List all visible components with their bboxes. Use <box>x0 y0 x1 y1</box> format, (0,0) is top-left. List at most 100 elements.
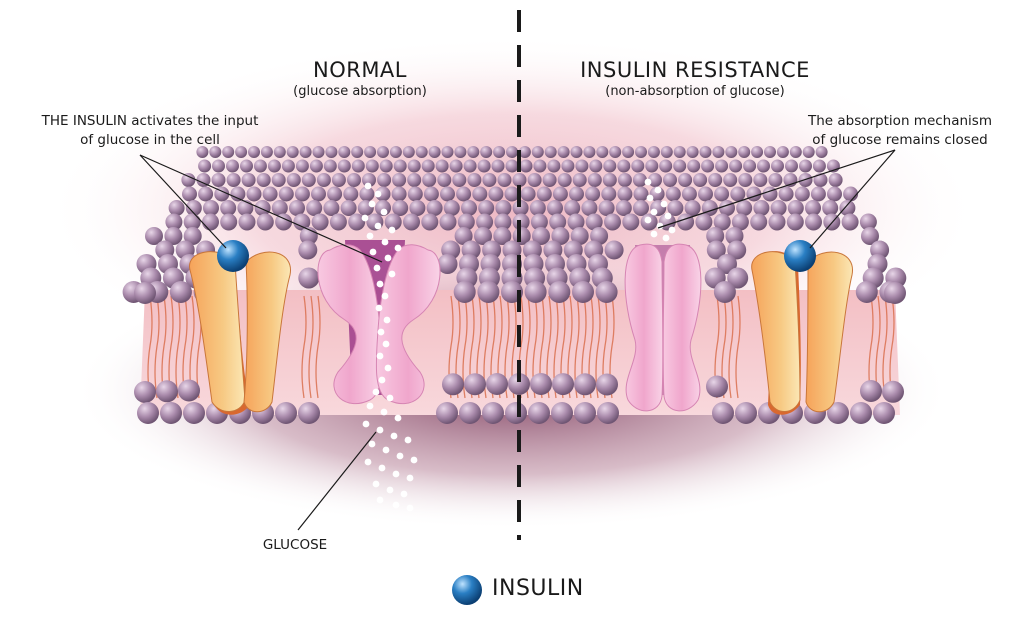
lipid-head <box>564 200 581 216</box>
lipid-head <box>156 380 178 403</box>
insulin-activates-note-line2: of glucose in the cell <box>80 132 220 148</box>
lipid-head <box>196 146 209 158</box>
glucose-particle <box>384 364 392 372</box>
lipid-head <box>617 159 631 173</box>
lipid-head <box>306 200 323 216</box>
lipid-head <box>706 240 726 260</box>
lipid-head <box>329 213 347 231</box>
glucose-particle <box>376 496 384 504</box>
lipid-head <box>552 186 568 202</box>
lipid-head <box>549 213 567 231</box>
mechanism-closed-note-line1: The absorption mechanism <box>807 113 992 129</box>
lipid-head <box>762 186 778 202</box>
lipid-head <box>437 254 458 274</box>
lipid-head <box>222 146 235 158</box>
glucose-particle <box>382 446 390 454</box>
glucose-particle <box>369 248 377 256</box>
lipid-head <box>727 240 747 260</box>
lipid-head <box>505 159 519 173</box>
lipid-head <box>168 200 185 216</box>
lipid-head <box>497 173 512 187</box>
lipid-tail <box>735 295 741 399</box>
lipid-head <box>677 213 695 231</box>
lipid-head <box>622 146 635 158</box>
glucose-particle <box>364 458 372 466</box>
lipid-head <box>275 402 297 424</box>
lipid-head <box>708 173 723 187</box>
lipid-head <box>574 402 596 424</box>
lipid-head <box>254 200 271 216</box>
lipid-head <box>850 402 872 424</box>
lipid-head <box>235 146 248 158</box>
glucose-particles-passing <box>361 182 418 512</box>
glucose-particle <box>386 394 394 402</box>
glucose-particle <box>374 222 382 230</box>
lipid-head <box>547 159 561 173</box>
annotation-leader-lines <box>139 149 896 531</box>
lipid-head <box>421 159 435 173</box>
glucose-particle <box>382 340 390 348</box>
lipid-head <box>495 200 512 216</box>
lipid-head <box>519 159 533 173</box>
lipid-head <box>860 380 882 402</box>
lipid-head <box>392 200 409 216</box>
glucose-particle <box>644 216 652 224</box>
lipid-head <box>467 146 480 158</box>
lipid-head <box>298 267 320 289</box>
glucose-particle <box>386 486 394 494</box>
lipid-head <box>338 146 351 158</box>
lipid-head <box>267 159 281 173</box>
lipid-head <box>454 227 473 245</box>
lipid-head <box>524 281 547 303</box>
lipid-head <box>238 213 256 231</box>
lipid-head <box>467 173 482 187</box>
lipid-head <box>743 159 757 173</box>
lipid-head <box>505 402 527 424</box>
lipid-head <box>660 146 673 158</box>
lipid-tail <box>308 295 314 399</box>
lipid-head <box>789 146 802 158</box>
lipid-head <box>601 186 617 202</box>
glucose-particle <box>381 292 389 300</box>
lipid-head <box>785 159 798 173</box>
lipid-head <box>478 200 495 216</box>
lipid-head <box>323 159 337 173</box>
glucose-particle <box>373 264 381 272</box>
lipid-head <box>805 213 822 231</box>
lipid-head <box>799 159 812 173</box>
lipid-head <box>855 281 878 303</box>
insulin-molecule-right <box>784 240 816 272</box>
lipid-head <box>805 200 821 216</box>
lipid-head <box>506 146 518 158</box>
glucose-particle <box>668 226 676 234</box>
lipid-head <box>725 227 744 245</box>
lipid-head <box>518 146 531 158</box>
lipid-head <box>729 159 743 173</box>
lipid-head <box>289 200 305 216</box>
lipid-head <box>706 227 725 245</box>
lipid-head <box>787 200 804 216</box>
lipid-head <box>574 373 596 396</box>
lipid-head <box>827 402 849 424</box>
lipid-head <box>488 186 504 202</box>
lipid-head <box>240 159 253 173</box>
glucose-particle <box>392 470 400 478</box>
lipid-head <box>407 186 423 202</box>
insulin-receptor-right <box>751 251 853 415</box>
glucose-particles-blocked <box>644 178 676 242</box>
lipid-head <box>603 159 617 173</box>
lipid-head <box>454 146 467 158</box>
lipid-head <box>384 213 402 231</box>
lipid-head <box>736 200 753 216</box>
lipid-head <box>351 159 365 173</box>
lipid-head <box>753 200 770 216</box>
lipid-head <box>423 186 439 202</box>
lipid-head <box>633 186 649 202</box>
lipid-head <box>695 213 713 231</box>
lipid-head <box>449 159 463 173</box>
lipid-tail <box>154 295 160 399</box>
lipid-head <box>596 373 618 396</box>
lipid-head <box>392 173 407 187</box>
lipid-head <box>827 186 842 202</box>
lipid-head <box>312 146 325 158</box>
